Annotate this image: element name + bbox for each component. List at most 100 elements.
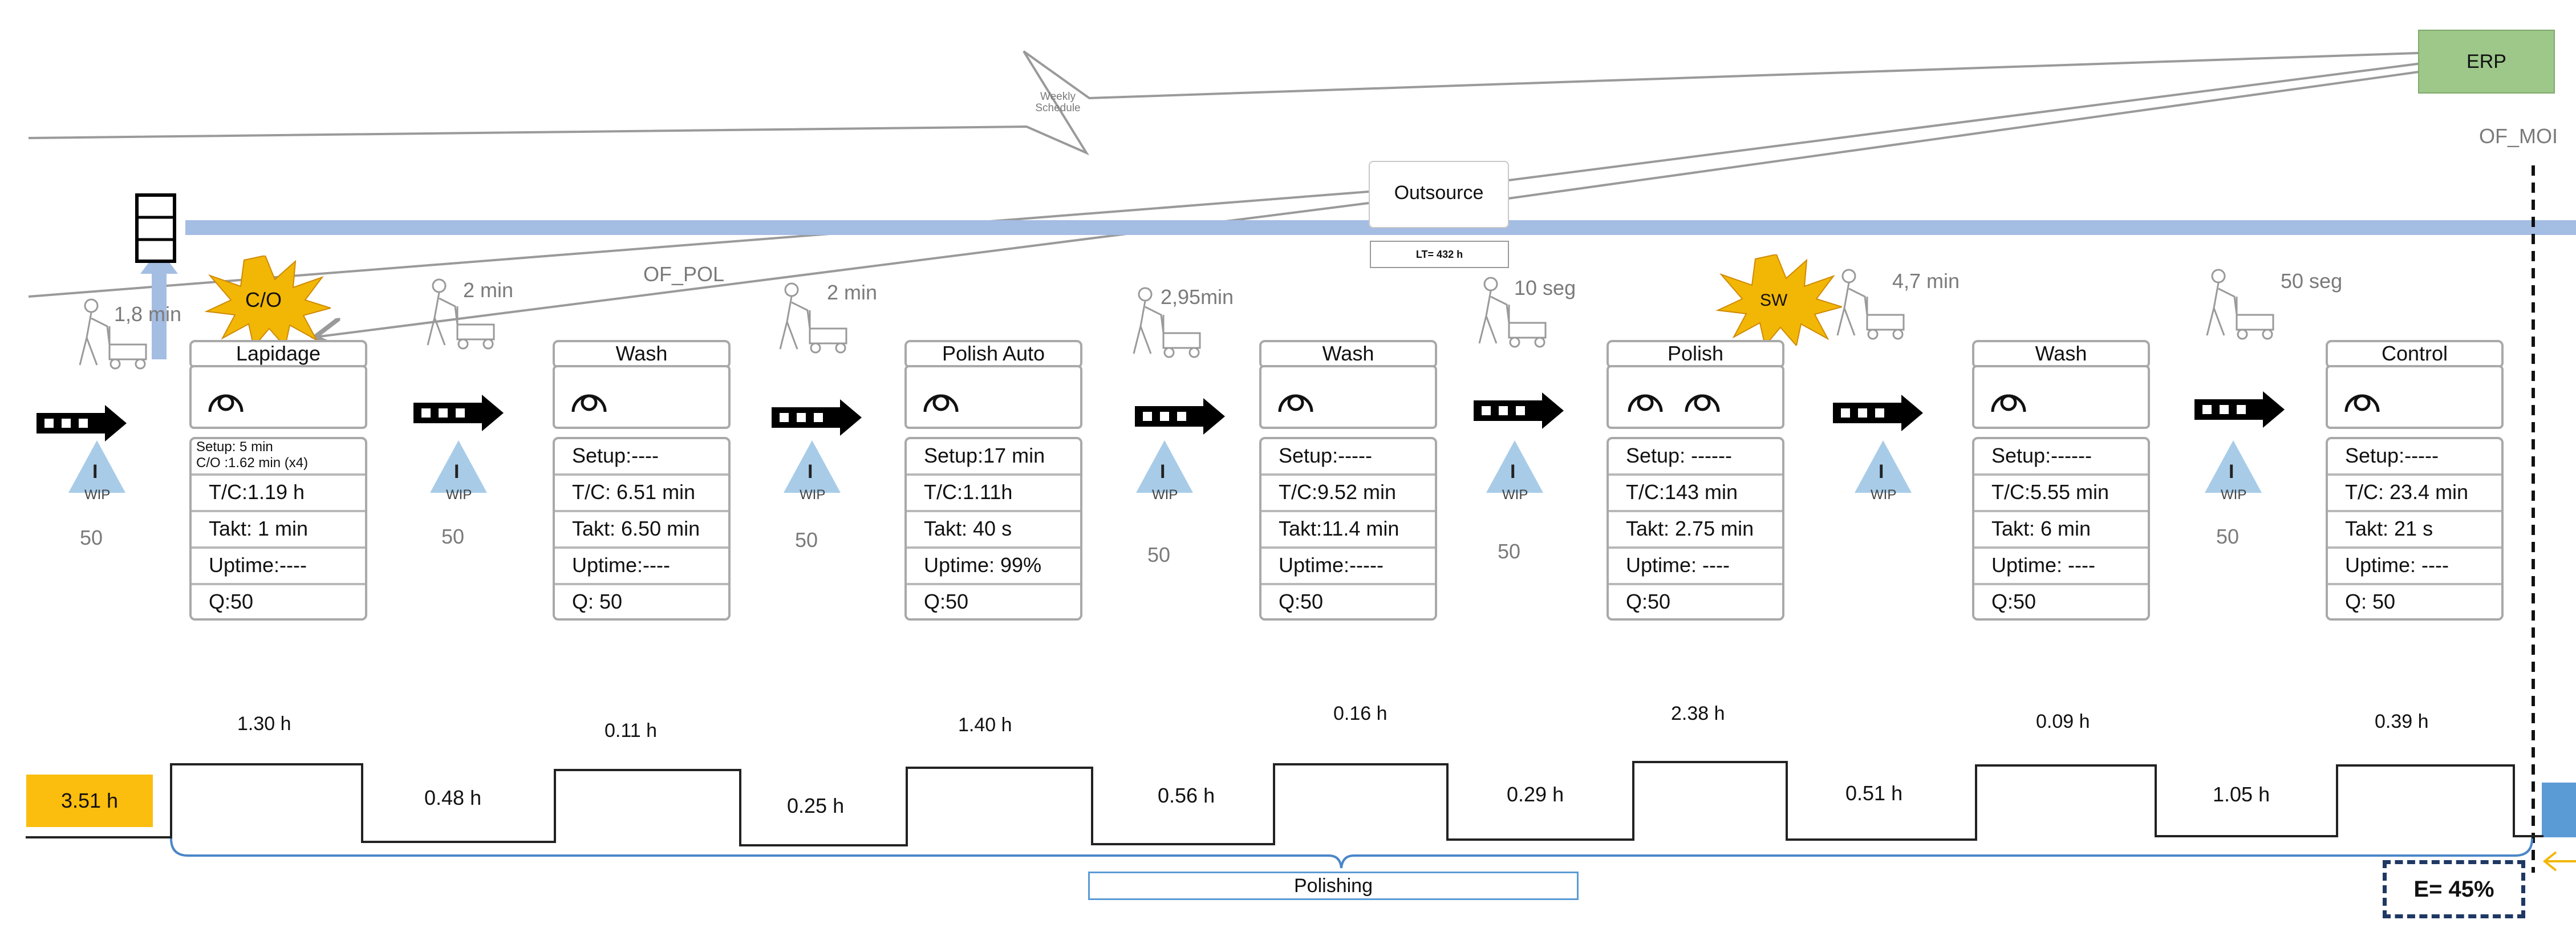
wait-time-label: 1.05 h <box>2213 783 2270 806</box>
operator-icon <box>1685 394 1720 412</box>
process-data-row: T/C:1.11h <box>907 476 1080 512</box>
inventory-triangle <box>67 439 127 494</box>
process-time-label: 0.16 h <box>1333 703 1388 724</box>
process-data-row: Uptime: ---- <box>2328 549 2501 585</box>
process-time-label: 2.38 h <box>1671 703 1725 724</box>
operator-icon <box>208 394 244 412</box>
operator-icon <box>923 394 959 412</box>
process-data-row: Uptime: 99% <box>907 549 1080 585</box>
process-data-row: Takt: 6 min <box>1974 512 2148 549</box>
wait-time-label: 0.51 h <box>1845 781 1903 805</box>
changeover-label: C/O <box>245 288 282 311</box>
process-data-row: T/C: 6.51 min <box>555 476 728 512</box>
inventory-sub-label: WIP <box>1152 487 1178 503</box>
inventory-label: I <box>808 461 813 483</box>
process-data-row: Q:50 <box>1279 590 1324 613</box>
operator-icon-area <box>553 365 731 429</box>
process-data-row: Q:50 <box>209 590 254 613</box>
operator-icon-area <box>1259 365 1437 429</box>
operator-icon-area <box>1607 365 1784 429</box>
process-title: Polish Auto <box>904 340 1082 368</box>
process-data-row: Takt:11.4 min <box>1261 512 1435 549</box>
sw-label: SW <box>1760 291 1788 310</box>
inventory-sub-label: WIP <box>1502 487 1528 503</box>
inventory-label: I <box>92 461 98 483</box>
operator-icon-area <box>1972 365 2150 429</box>
process-time-label: 0.11 h <box>605 720 658 741</box>
process-data-row: Uptime: ---- <box>1974 549 2148 585</box>
inventory-sub-label: WIP <box>84 487 111 503</box>
process-data-row: Takt: 40 s <box>907 512 1080 549</box>
inventory-quantity: 50 <box>795 528 818 552</box>
process-title: Lapidage <box>189 340 367 368</box>
process-data-row: Takt: 6.50 min <box>555 512 728 549</box>
inventory-quantity: 50 <box>441 525 465 548</box>
transport-time-label: 10 seg <box>1514 276 1576 299</box>
efficiency-box: E= 45% <box>2383 860 2525 918</box>
forklift-operator-icon <box>1832 267 1917 341</box>
forklift-operator-icon <box>1474 275 1559 349</box>
process-title: Polish <box>1607 340 1784 368</box>
forklift-operator-icon <box>774 281 860 355</box>
process-title: Control <box>2326 340 2504 368</box>
inventory-quantity: 50 <box>2216 525 2240 548</box>
process-data-row: Takt: 2.75 min <box>1609 512 1782 549</box>
process-time-label: 1.40 h <box>958 714 1012 736</box>
operator-icon <box>1278 394 1313 412</box>
transport-time-label: 1,8 min <box>114 302 182 326</box>
inventory-label: I <box>1160 461 1166 483</box>
process-title: Wash <box>1259 340 1437 368</box>
process-time-label: 0.39 h <box>2375 711 2429 732</box>
forklift-operator-icon <box>1128 285 1214 359</box>
process-data-row: Setup:----- <box>2328 439 2501 476</box>
process-data-row: Uptime: ---- <box>1609 549 1782 585</box>
operator-icon <box>571 394 607 412</box>
wait-time-label: 0.29 h <box>1507 783 1564 806</box>
transport-time-label: 4,7 min <box>1892 269 1960 293</box>
inventory-triangle <box>1485 439 1544 494</box>
inventory-triangle <box>2204 439 2263 494</box>
polishing-bracket-label: Polishing <box>1088 872 1579 900</box>
operator-icon <box>1628 394 1663 412</box>
process-data-box: Setup: 5 min C/O :1.62 min (x4)T/C:1.19 … <box>189 437 367 621</box>
operator-icon-area <box>189 365 367 429</box>
inventory-triangle <box>429 439 488 494</box>
process-data-row: T/C: 23.4 min <box>2328 476 2501 512</box>
process-time-label: 0.09 h <box>2036 711 2090 732</box>
operator-icon <box>1991 394 2026 412</box>
inventory-quantity: 50 <box>1147 543 1171 566</box>
process-data-row: Setup: ------ <box>1609 439 1782 476</box>
process-data-row: Setup: 5 min C/O :1.62 min (x4) <box>192 439 365 476</box>
process-data-row: Q:50 <box>1991 590 2037 613</box>
operator-icon-area <box>904 365 1082 429</box>
outsource-lead-time: LT= 432 h <box>1370 241 1509 268</box>
process-data-row: T/C:143 min <box>1609 476 1782 512</box>
process-data-row: Takt: 21 s <box>2328 512 2501 549</box>
process-data-row: Q: 50 <box>572 590 623 613</box>
process-data-row: Setup:---- <box>555 439 728 476</box>
inventory-sub-label: WIP <box>446 487 472 503</box>
process-data-row: T/C:9.52 min <box>1261 476 1435 512</box>
inventory-sub-label: WIP <box>800 487 826 503</box>
process-data-row: Takt: 1 min <box>192 512 365 549</box>
inventory-sub-label: WIP <box>1871 487 1897 503</box>
erp-of-label: OF_MOI <box>2479 124 2558 148</box>
inventory-triangle <box>782 439 842 494</box>
operator-icon <box>2344 394 2380 412</box>
transport-time-label: 2,95min <box>1161 285 1234 309</box>
push-arrow-icon <box>413 395 505 431</box>
process-data-row: Setup:------ <box>1974 439 2148 476</box>
push-arrow-icon <box>2194 391 2286 428</box>
inventory-quantity: 50 <box>80 526 103 549</box>
inventory-label: I <box>1510 461 1516 483</box>
